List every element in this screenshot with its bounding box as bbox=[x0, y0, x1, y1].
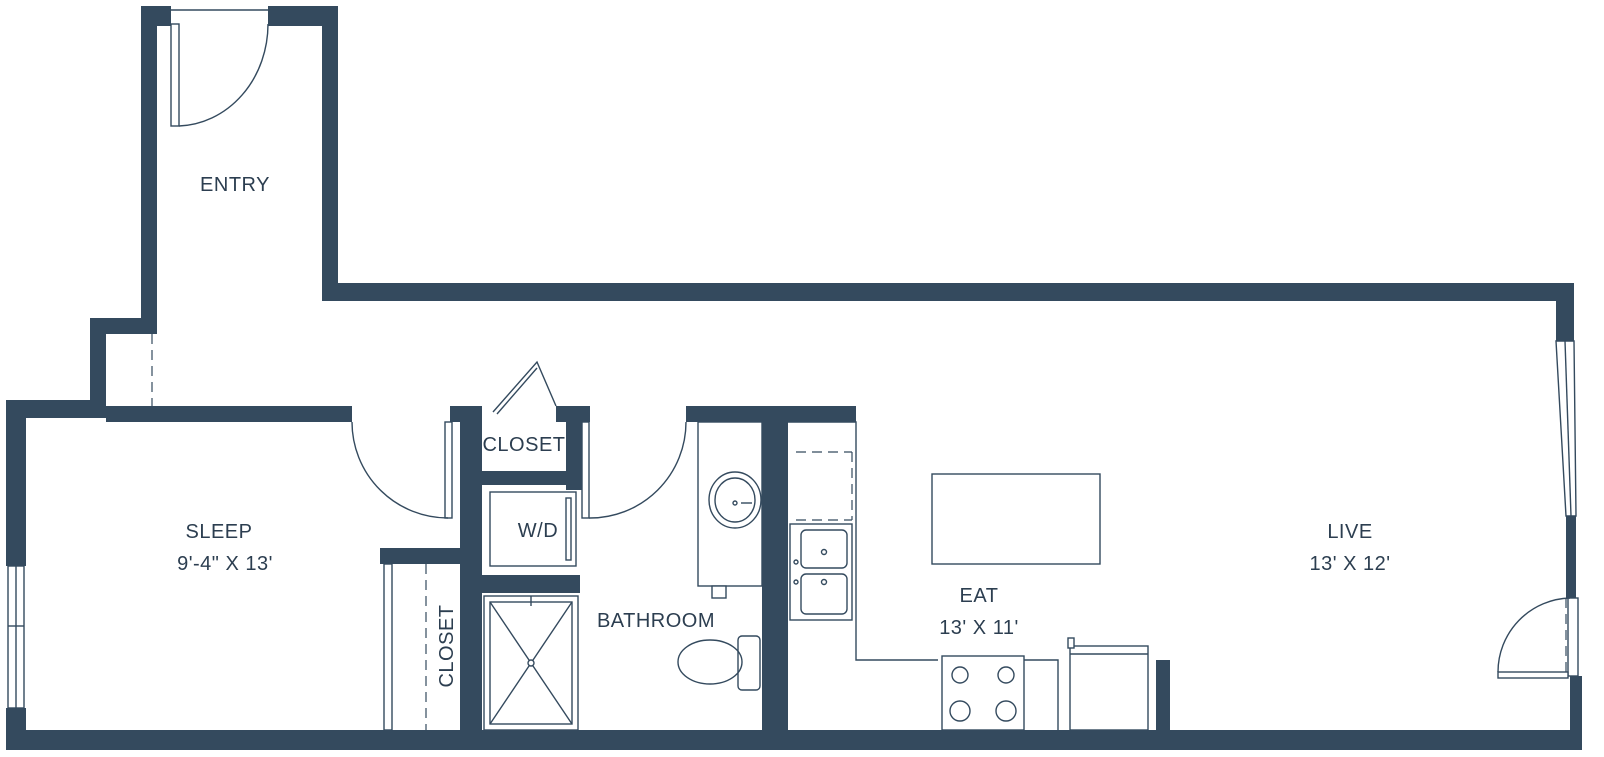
kitchen-sink-icon bbox=[789, 523, 853, 621]
east-wall-upper bbox=[1556, 283, 1574, 341]
closet-east-wall bbox=[566, 406, 582, 490]
east-wall-mid bbox=[1566, 516, 1576, 598]
toilet-icon bbox=[677, 635, 761, 691]
side-closet-top-wall bbox=[380, 548, 460, 564]
north-wall bbox=[322, 283, 1574, 301]
kitchen-island bbox=[931, 473, 1101, 565]
wd-shower-divider bbox=[482, 575, 580, 593]
closet-label: CLOSET bbox=[482, 434, 565, 456]
east-window-upper bbox=[1555, 340, 1577, 517]
sleep-north-wall bbox=[106, 406, 352, 422]
eat-label: EAT bbox=[960, 585, 999, 607]
side-closet-label: CLOSET bbox=[436, 604, 458, 687]
windows bbox=[7, 340, 1579, 709]
entry-right-wall bbox=[322, 6, 338, 300]
closet-wd-divider bbox=[482, 471, 582, 485]
entry-door-leaf bbox=[170, 23, 180, 127]
closet-door-bifold bbox=[492, 360, 557, 413]
sleep-door-leaf bbox=[444, 421, 453, 519]
patio-door-swing bbox=[1497, 597, 1571, 673]
shower-icon bbox=[483, 595, 579, 731]
kitchen-stub-wall bbox=[1156, 660, 1170, 750]
west-wall-lower bbox=[6, 708, 26, 750]
live-label: LIVE bbox=[1327, 521, 1372, 543]
jog-wall-side bbox=[90, 318, 106, 418]
walls bbox=[6, 6, 1582, 750]
entry-door-swing bbox=[178, 23, 269, 127]
west-wall-upper bbox=[6, 400, 26, 566]
cooktop-icon bbox=[941, 655, 1025, 731]
jog-wall-bottom bbox=[6, 400, 106, 418]
east-window-lower bbox=[1567, 597, 1579, 677]
eat-dims: 13' X 11' bbox=[939, 617, 1019, 639]
entry-left-wall bbox=[141, 6, 157, 326]
bathroom-label: BATHROOM bbox=[597, 610, 715, 632]
washer-dryer-icon bbox=[489, 491, 577, 567]
entry-top-wall-right bbox=[268, 6, 336, 26]
side-closet-door bbox=[383, 563, 393, 731]
kitchen-counter bbox=[788, 421, 938, 661]
room-labels: ENTRY SLEEP 9'-4" X 13' CLOSET W/D CLOSE… bbox=[177, 174, 1390, 688]
closet-west-wall bbox=[460, 406, 482, 750]
sink-icon bbox=[697, 421, 763, 599]
east-wall-lower bbox=[1570, 676, 1582, 744]
live-dims: 13' X 12' bbox=[1309, 553, 1390, 575]
sleep-label: SLEEP bbox=[186, 521, 253, 543]
patio-door-leaf bbox=[1497, 671, 1569, 679]
entry-label: ENTRY bbox=[200, 174, 270, 196]
doors bbox=[151, 9, 1571, 731]
south-wall bbox=[6, 730, 1582, 750]
sleep-door-swing bbox=[351, 421, 449, 519]
sleep-dims: 9'-4" X 13' bbox=[177, 553, 273, 575]
bathroom-door-leaf bbox=[581, 421, 590, 519]
refrigerator-icon bbox=[1067, 637, 1149, 731]
bathroom-door-swing bbox=[588, 421, 687, 519]
jog-wall-top bbox=[90, 318, 157, 334]
wd-label: W/D bbox=[518, 520, 558, 542]
fixtures bbox=[483, 421, 1149, 731]
bathroom-east-wall bbox=[762, 406, 788, 750]
